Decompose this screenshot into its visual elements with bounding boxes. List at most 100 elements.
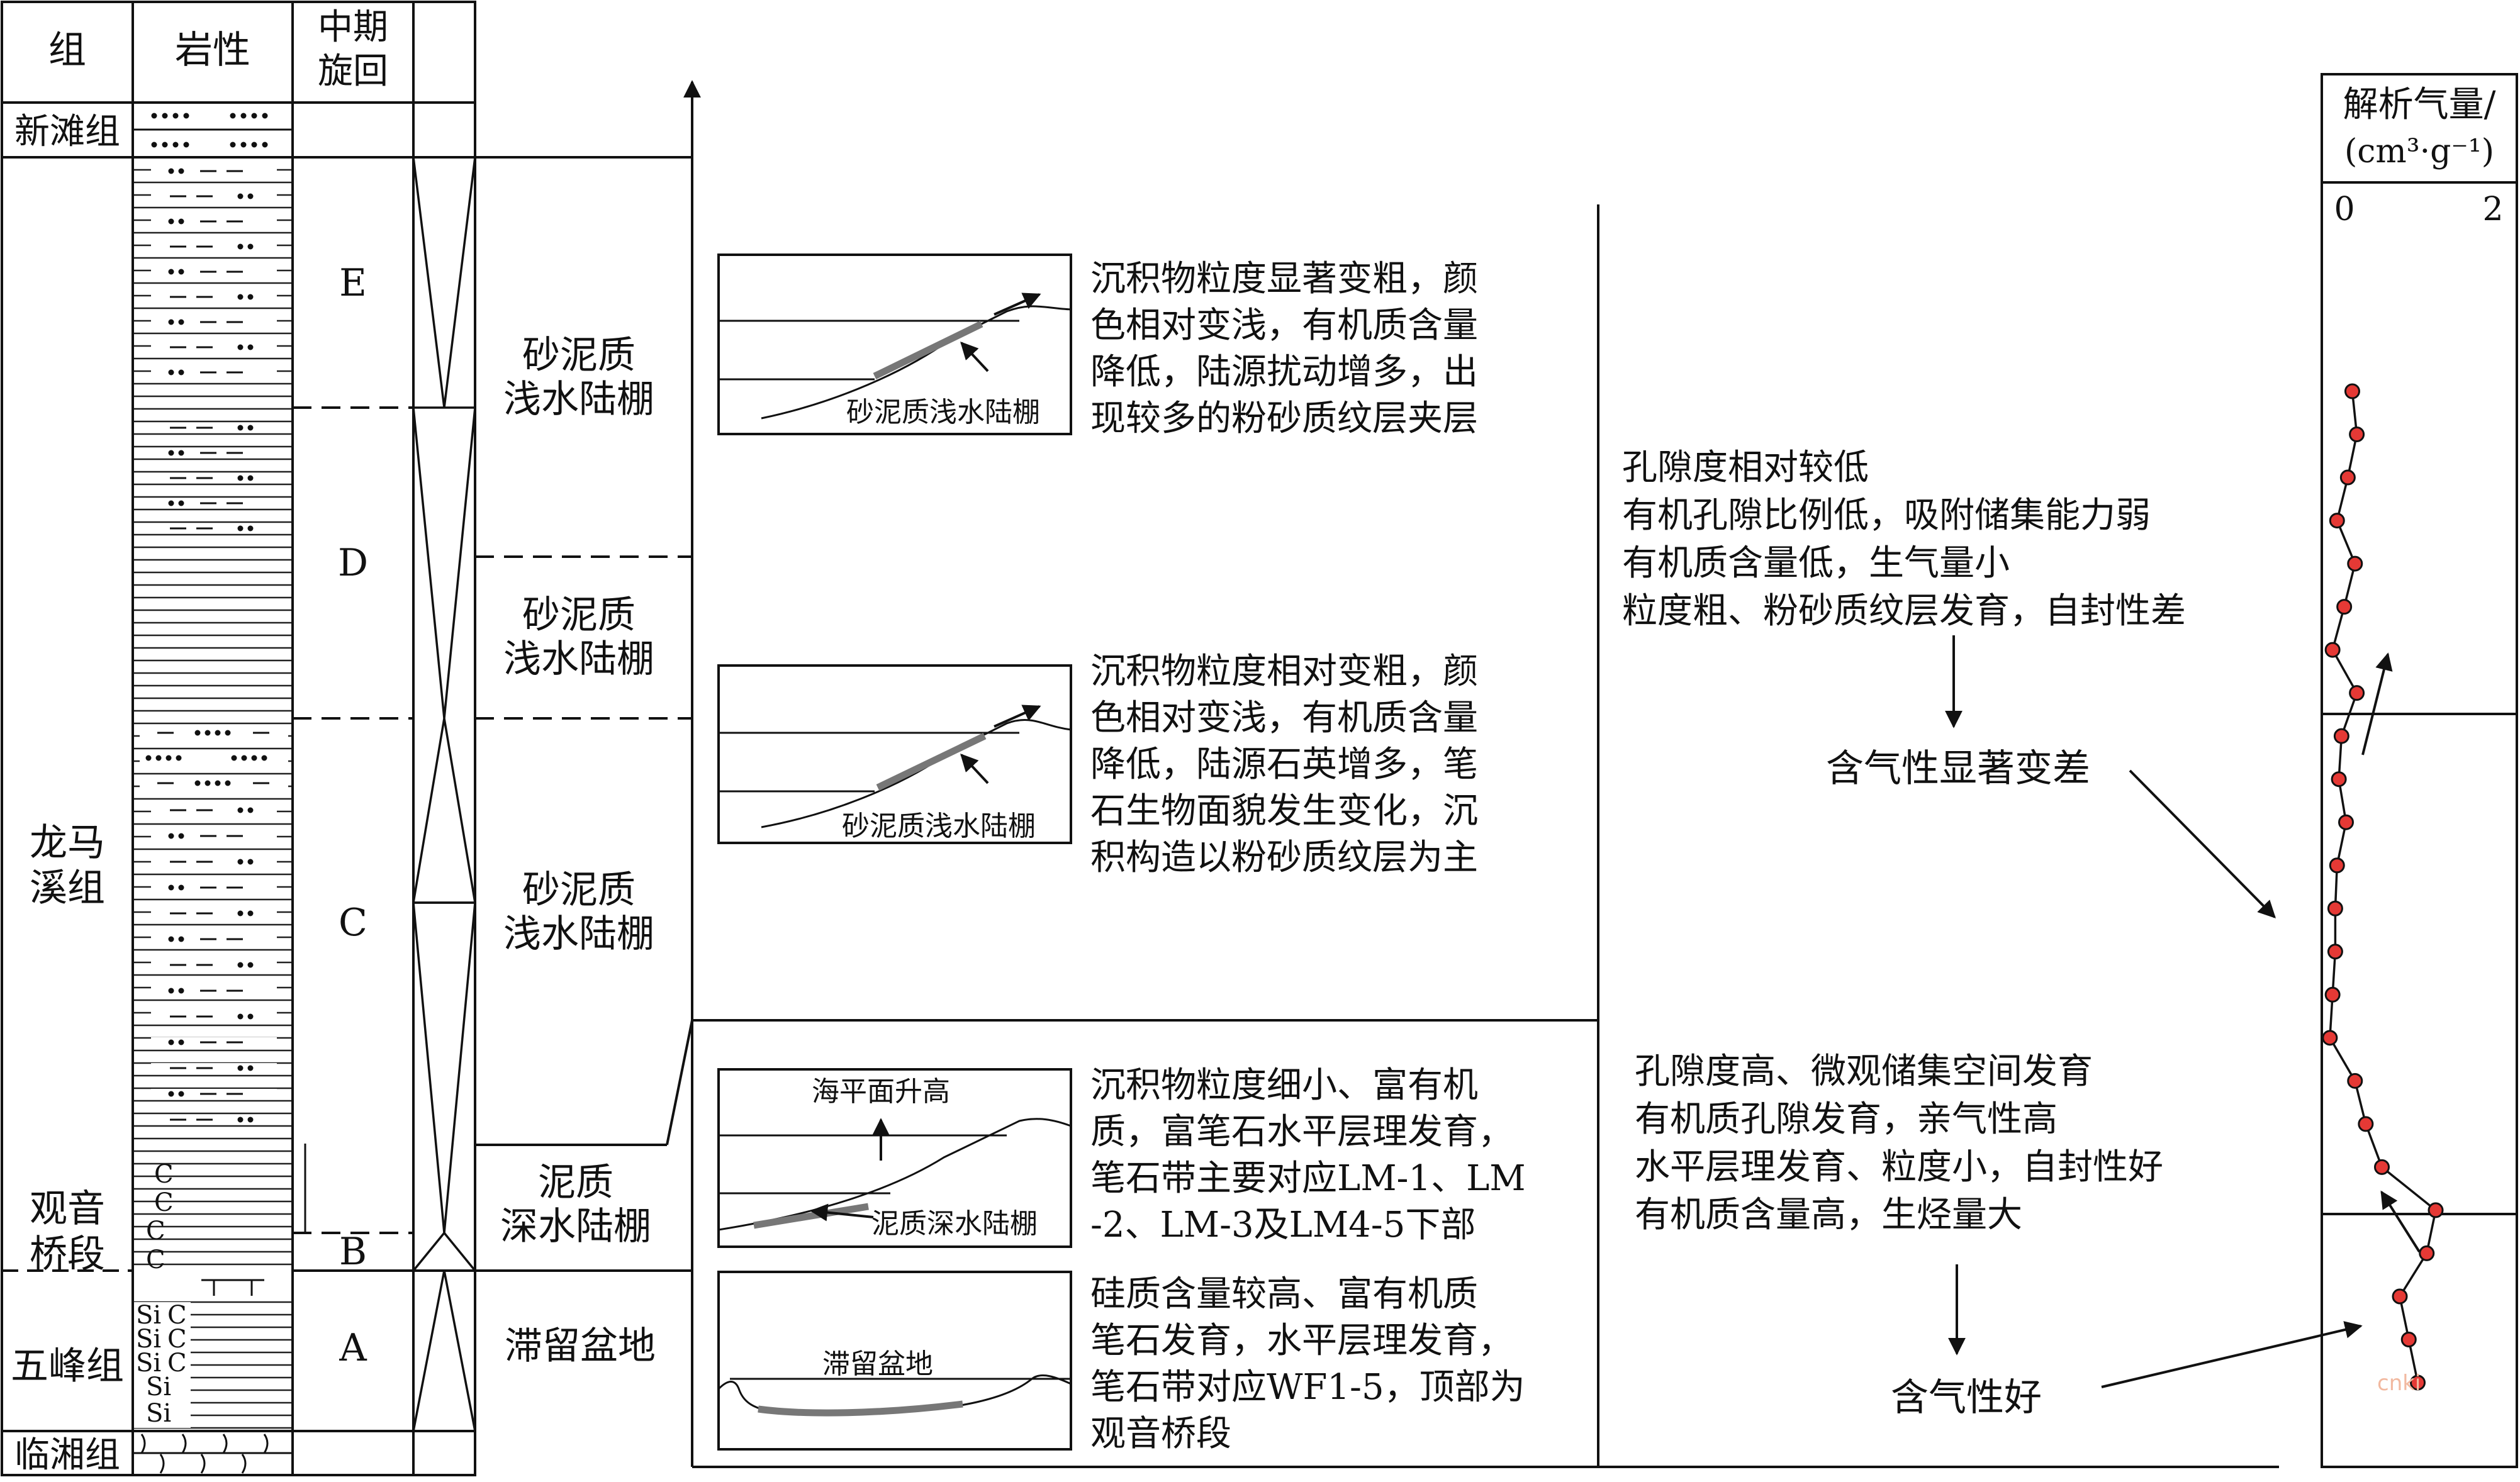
formation-guanyinqiao-line1: 观音 (30, 1187, 105, 1231)
silt-dot (168, 1091, 174, 1097)
silt-dot (247, 910, 254, 916)
silt-dot (247, 962, 254, 968)
carbon-symbol: C (154, 1160, 174, 1189)
gas-data-point (2333, 728, 2349, 744)
gas-data-point (2324, 642, 2341, 658)
header-cycle-line2: 旋回 (318, 51, 388, 92)
silica-symbol: Si (136, 1301, 161, 1330)
carbon-symbol: C (146, 1245, 165, 1274)
silt-dot (168, 1039, 174, 1045)
formation-longmaxi-line1: 龙马 (30, 821, 105, 865)
silt-dot (237, 294, 244, 300)
sketch-lower: 海平面升高 泥质深水陆棚 (717, 1068, 1072, 1248)
silt-dot (247, 1013, 254, 1020)
description-line: 积构造以粉砂质纹层为主 (1090, 837, 1478, 878)
description-line: 沉积物粒度细小、富有机 (1090, 1065, 1478, 1106)
silt-dot (176, 755, 182, 761)
silt-dot (247, 525, 254, 532)
facies-b-line2: 深水陆棚 (500, 1205, 651, 1249)
gas-data-point (2327, 944, 2343, 960)
gas-data-point (2347, 1072, 2363, 1089)
description-upper: 沉积物粒度显著变粗，颜 色相对变浅，有机质含量 降低，陆源扰动增多，出 现较多的… (1090, 259, 1478, 439)
sketch-upper: 砂泥质浅水陆棚 (717, 254, 1072, 435)
silt-dot (178, 319, 184, 325)
silt-dot (194, 730, 201, 736)
gas-title-line1: 解析气量/ (2343, 84, 2496, 125)
gas-data-point (2392, 1288, 2408, 1305)
gas-data-point (2329, 513, 2345, 529)
silt-dot (237, 962, 244, 968)
facies-a: 滞留盆地 (505, 1324, 656, 1368)
gas-data-point (2374, 1159, 2390, 1175)
facies-b-line1: 泥质 (538, 1161, 613, 1205)
facies-e-line1: 砂泥质 (522, 333, 636, 377)
reservoir-lower: 孔隙度高、微观储集空间发育 有机质孔隙发育，亲气性高 水平层理发育、粒度小，自封… (1635, 1051, 2163, 1420)
silt-dot (225, 780, 231, 786)
silt-dot (237, 193, 244, 199)
stratigraphic-column (1, 1, 476, 1476)
silt-dot (247, 475, 254, 481)
reservoir-line: 有机质孔隙发育，亲气性高 (1635, 1099, 2058, 1140)
gas-series-line (2329, 391, 2437, 1383)
facies-d-line2: 浅水陆棚 (503, 637, 654, 681)
silt-dot (178, 1039, 184, 1045)
reservoir-line: 水平层理发育、粒度小，自封性好 (1635, 1147, 2163, 1188)
gas-data-point (2322, 1030, 2338, 1046)
wufeng-lithology: Si C Si C Si C Si Si (134, 1296, 291, 1430)
silt-dot (247, 807, 254, 813)
gas-data-point (2410, 1374, 2426, 1391)
guanyinqiao-lithology: C C C C (146, 1160, 264, 1296)
silt-dot (241, 755, 247, 761)
reservoir-upper-result: 含气性显著变差 (1826, 747, 2090, 791)
cycle-e: E (339, 261, 367, 305)
silt-dot (155, 755, 162, 761)
silt-dot (168, 936, 174, 942)
watermark: cnki (2377, 1371, 2421, 1396)
gas-data-point (2400, 1331, 2417, 1347)
silt-dot (178, 500, 184, 506)
gas-panel: 解析气量/ (cm³·g⁻¹) 0 2 cnki (2321, 73, 2518, 1468)
formation-longmaxi-line2: 溪组 (30, 866, 105, 910)
gas-data-point (2338, 814, 2354, 830)
description-line: 笔石带对应WF1-5，顶部为 (1090, 1367, 1525, 1408)
description-line: 沉积物粒度相对变粗，颜 (1090, 651, 1478, 692)
silt-dot (168, 450, 174, 456)
description-line: 色相对变浅，有机质含量 (1090, 698, 1478, 738)
silt-dot (247, 193, 254, 199)
gas-data-point (2347, 555, 2363, 572)
silt-dot (237, 344, 244, 350)
reservoir-line: 孔隙度高、微观储集空间发育 (1635, 1051, 2093, 1092)
description-line: 石生物面貌发生变化，沉 (1090, 791, 1478, 832)
silt-dot (204, 730, 211, 736)
gas-axis-min: 0 (2334, 191, 2355, 228)
silt-dot (178, 936, 184, 942)
gas-data-point (2349, 426, 2365, 443)
description-line: 硅质含量较高、富有机质 (1090, 1274, 1478, 1315)
gas-data-point (2344, 383, 2360, 399)
silica-symbol: Si (146, 1399, 171, 1428)
silt-dot (178, 168, 184, 174)
facies-column (475, 156, 692, 1272)
carbon-symbol: C (167, 1349, 187, 1378)
gas-data-point (2327, 900, 2343, 916)
description-line: 色相对变浅，有机质含量 (1090, 305, 1478, 346)
silt-dot (247, 425, 254, 431)
description-basin: 硅质含量较高、富有机质 笔石发育，水平层理发育， 笔石带对应WF1-5，顶部为 … (1090, 1274, 1525, 1454)
silt-dot (237, 425, 244, 431)
silt-dot (247, 1065, 254, 1071)
xintan-lithology (133, 113, 293, 148)
facies-d-line1: 砂泥质 (522, 593, 636, 637)
gas-data-point (2329, 857, 2345, 874)
silt-dot (261, 755, 267, 761)
silt-dot (168, 319, 174, 325)
silt-dot (178, 269, 184, 275)
cycle-d: D (338, 541, 368, 585)
cycle-column: E D C B A (293, 261, 413, 1370)
silt-dot (168, 369, 174, 376)
description-line: 观音桥段 (1090, 1413, 1231, 1454)
linxiang-lithology (133, 1434, 293, 1474)
silt-dot (225, 730, 231, 736)
gas-data-point (2349, 685, 2365, 701)
cycle-symbols (411, 156, 478, 1432)
gas-data-point (2358, 1116, 2374, 1132)
